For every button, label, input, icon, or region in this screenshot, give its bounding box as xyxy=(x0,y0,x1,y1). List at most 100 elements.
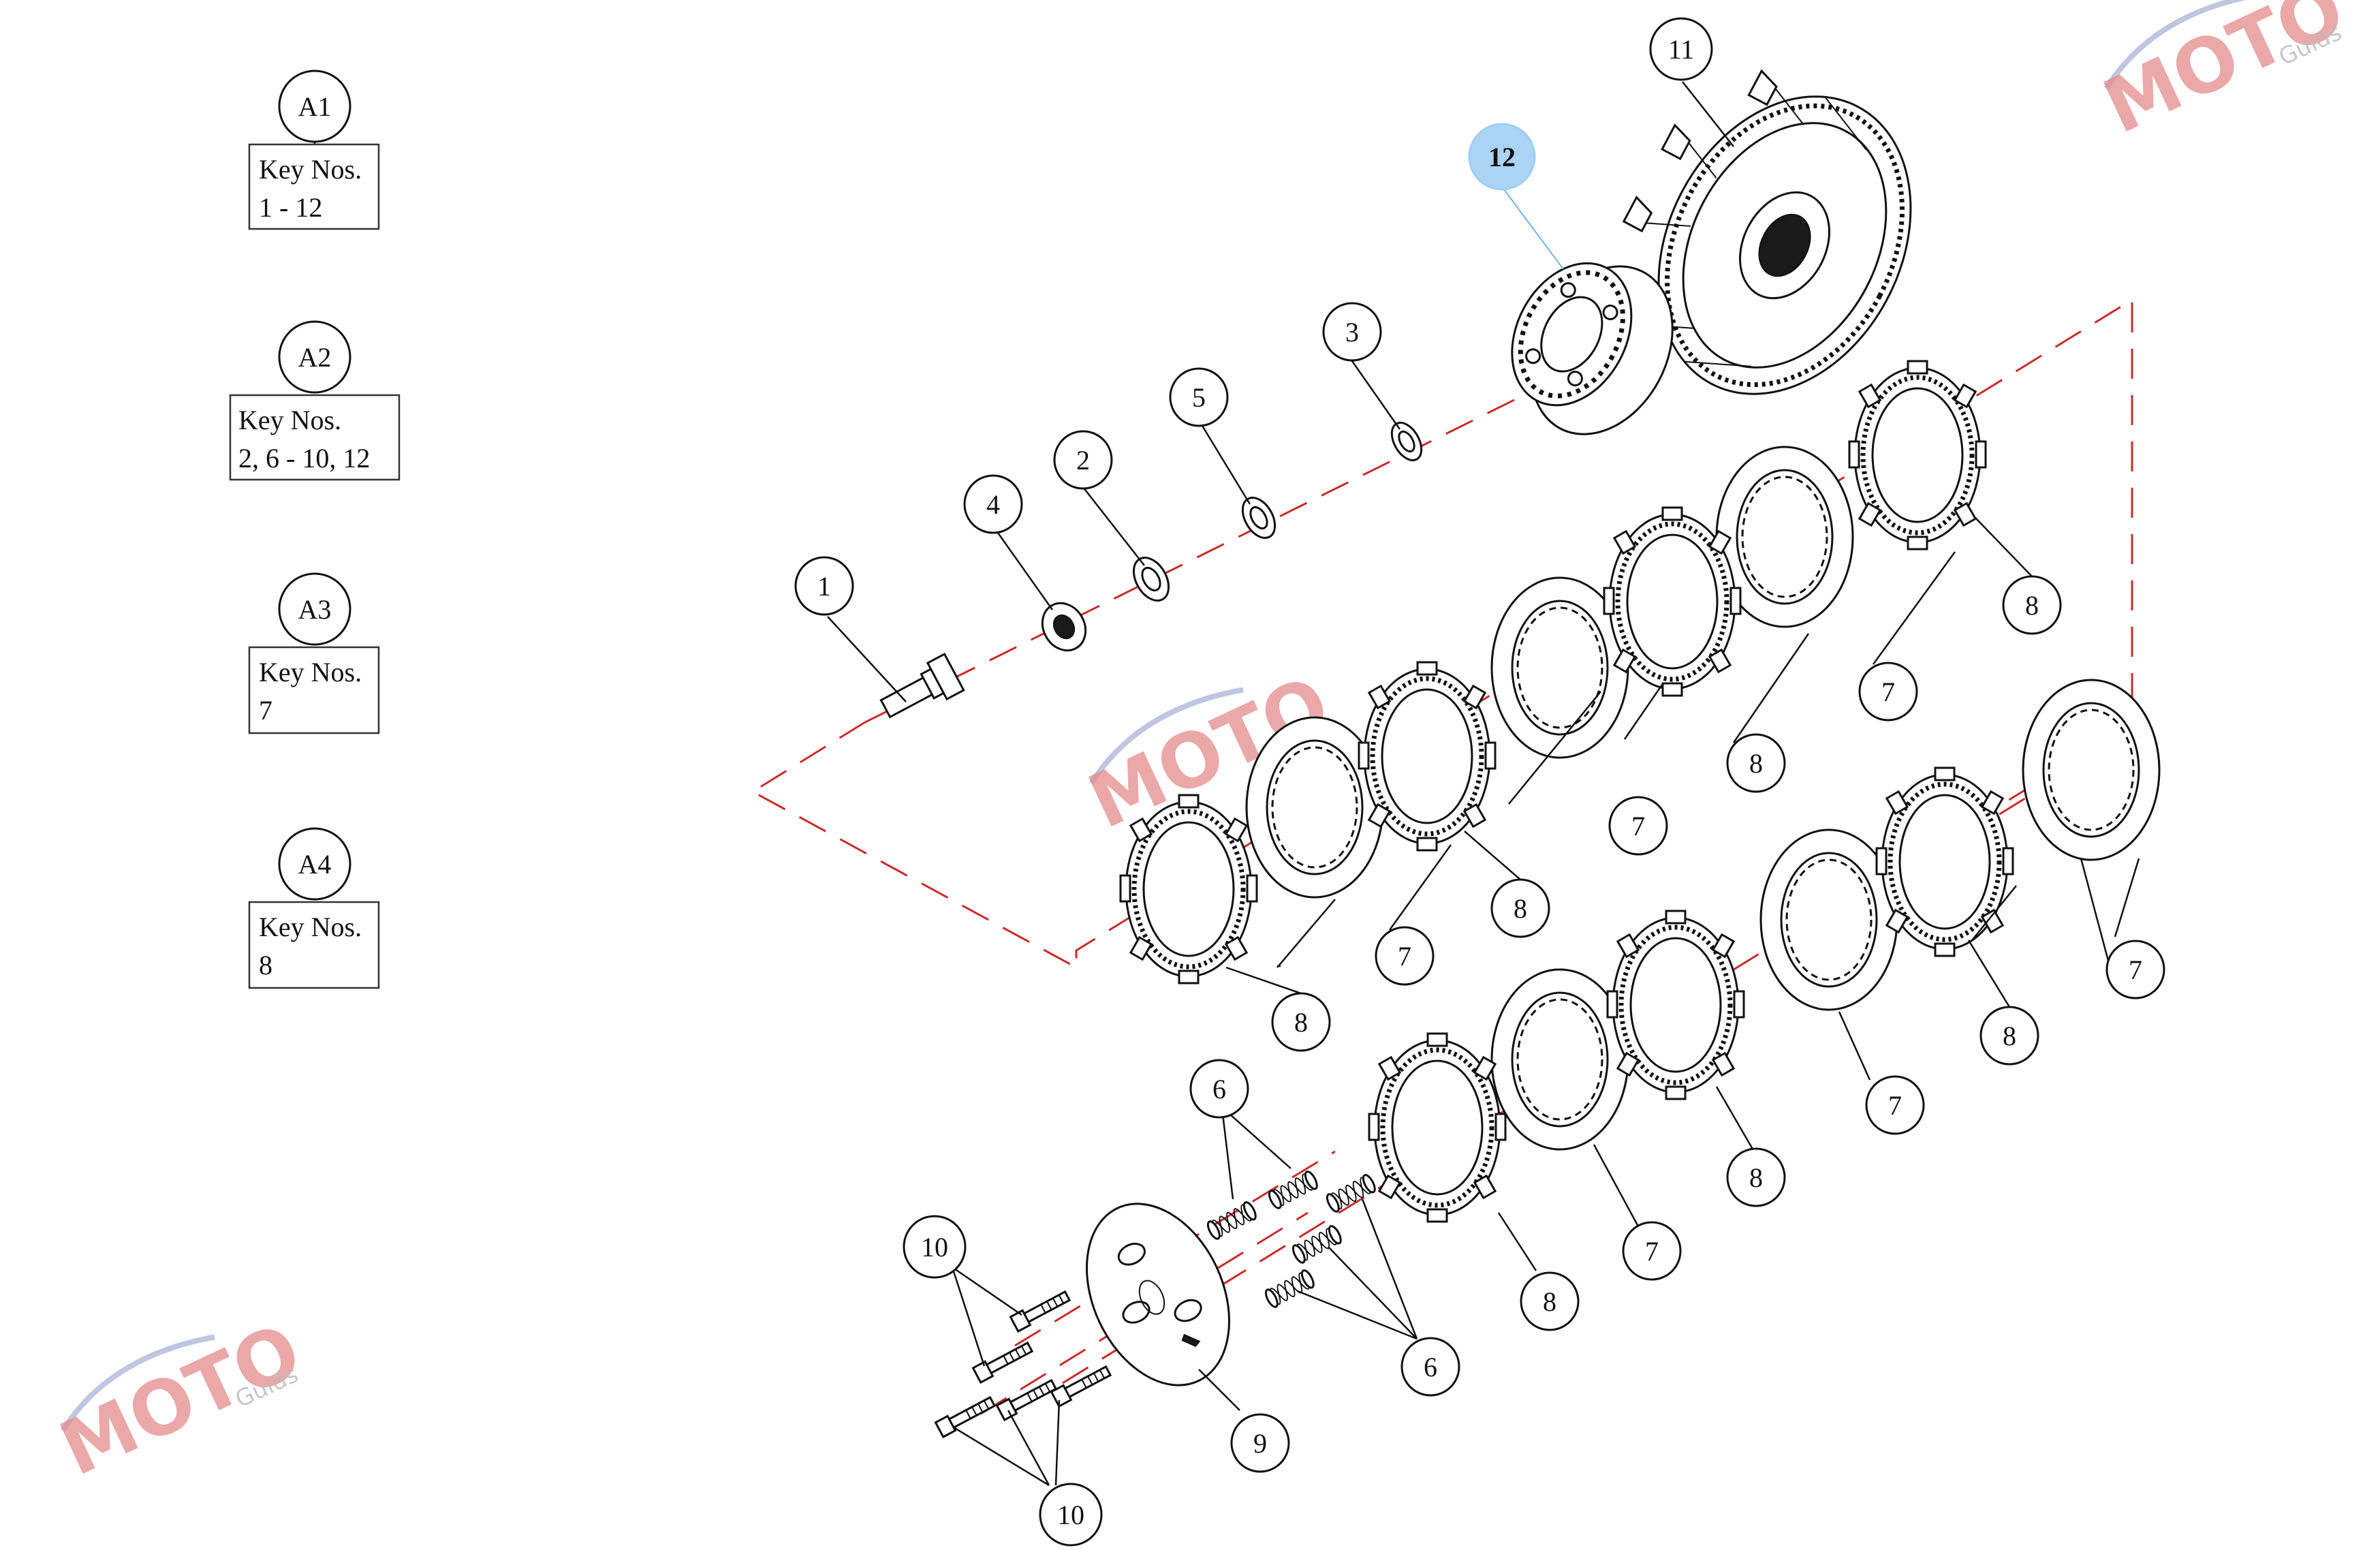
callout-number: 10 xyxy=(1057,1500,1084,1530)
callout-8[interactable]: 8 xyxy=(1490,878,1550,938)
spring-part xyxy=(1204,1199,1259,1242)
callout-11[interactable]: 11 xyxy=(1649,17,1713,81)
clutch-basket-part xyxy=(1622,69,1912,395)
reference-label: Key Nos. xyxy=(259,657,362,687)
reference-id: A2 xyxy=(298,342,332,373)
reference-a2: A2 Key Nos. 2, 6 - 10, 12 xyxy=(229,320,401,481)
callout-8[interactable]: 8 xyxy=(1271,992,1331,1052)
watermark-bottom-left: MOTO Guids xyxy=(48,1307,314,1493)
callout-number: 6 xyxy=(1424,1352,1437,1382)
reference-label: Key Nos. xyxy=(238,405,341,435)
watermark-brand-text: MOTO xyxy=(2091,0,2358,151)
callout-10[interactable]: 10 xyxy=(1039,1483,1103,1547)
callout-number: 8 xyxy=(1749,748,1763,779)
callout-4[interactable]: 4 xyxy=(963,474,1023,534)
bolt-part xyxy=(879,652,965,719)
friction-plate-part xyxy=(1121,795,1257,983)
reference-keys: 7 xyxy=(259,695,272,726)
callout-2[interactable]: 2 xyxy=(1053,430,1113,490)
screw-part xyxy=(934,1393,997,1438)
callout-number: 7 xyxy=(1888,1090,1902,1121)
reference-frame xyxy=(248,143,380,230)
washer-part xyxy=(1241,497,1277,539)
screw-part xyxy=(1009,1288,1072,1333)
reference-id: A4 xyxy=(298,849,332,880)
callout-number: 7 xyxy=(1881,677,1895,707)
reference-bubble xyxy=(278,572,351,646)
friction-plate-part xyxy=(1369,1034,1505,1222)
pressure-plate-part xyxy=(1086,1203,1230,1386)
washer-part xyxy=(1132,557,1170,602)
callout-3[interactable]: 3 xyxy=(1322,302,1382,362)
reference-id: A1 xyxy=(298,91,332,122)
callout-12-highlighted[interactable]: 12 xyxy=(1468,123,1536,191)
callout-5[interactable]: 5 xyxy=(1169,367,1229,427)
callout-number: 7 xyxy=(1631,811,1645,841)
callout-number: 4 xyxy=(986,489,1000,520)
callout-8[interactable]: 8 xyxy=(1520,1271,1580,1331)
callout-9[interactable]: 9 xyxy=(1230,1413,1290,1473)
friction-plate-part xyxy=(1604,508,1740,696)
callout-number: 8 xyxy=(1294,1007,1308,1038)
callout-leader xyxy=(1464,831,1521,880)
callout-number: 9 xyxy=(1253,1428,1267,1459)
reference-label: Key Nos. xyxy=(259,912,362,942)
reference-bubble xyxy=(278,69,351,143)
watermark-brand-text: MOTO xyxy=(48,1307,314,1493)
callout-leader xyxy=(1975,517,2033,577)
reference-id: A3 xyxy=(298,594,332,625)
friction-plate-part xyxy=(1877,768,2013,956)
spring-part xyxy=(1324,1172,1379,1215)
callout-number: 10 xyxy=(921,1232,948,1262)
callout-7[interactable]: 7 xyxy=(1622,1221,1682,1281)
spring-part xyxy=(1289,1223,1345,1266)
callout-7[interactable]: 7 xyxy=(1608,796,1668,856)
reference-bubble xyxy=(278,320,351,394)
callout-leaders xyxy=(827,81,2140,1487)
callout-7[interactable]: 7 xyxy=(2105,940,2165,999)
reference-a4: A4 Key Nos. 8 xyxy=(248,827,380,989)
callout-number: 5 xyxy=(1192,382,1206,413)
callout-6[interactable]: 6 xyxy=(1400,1337,1460,1397)
callout-number: 7 xyxy=(1398,941,1411,972)
reference-keys: 8 xyxy=(259,950,272,980)
reference-label: Key Nos. xyxy=(259,154,362,185)
spring-part xyxy=(1262,1267,1317,1310)
reference-a3: A3 Key Nos. 7 xyxy=(248,572,380,734)
callout-number: 8 xyxy=(2025,590,2039,621)
callout-8[interactable]: 8 xyxy=(2002,575,2062,635)
callout-number: 8 xyxy=(1514,893,1527,924)
reference-keys: 2, 6 - 10, 12 xyxy=(238,443,370,474)
callout-8[interactable]: 8 xyxy=(1726,1147,1786,1207)
callout-number: 11 xyxy=(1668,34,1695,65)
reference-frame xyxy=(248,646,380,734)
washer-part xyxy=(1390,422,1423,461)
reference-a1: A1 Key Nos. 1 - 12 xyxy=(248,69,380,230)
callout-6[interactable]: 6 xyxy=(1189,1059,1249,1119)
callout-leader xyxy=(1967,940,2011,1008)
friction-plate-part xyxy=(1849,361,1986,549)
reference-frame xyxy=(248,901,380,989)
callout-8[interactable]: 8 xyxy=(1726,733,1786,793)
callout-number: 1 xyxy=(817,571,831,602)
callout-7[interactable]: 7 xyxy=(1865,1075,1925,1135)
plain-plate-part xyxy=(2022,679,2161,861)
callout-8[interactable]: 8 xyxy=(1979,1006,2039,1066)
callout-number: 12 xyxy=(1488,142,1516,172)
callout-7[interactable]: 7 xyxy=(1858,662,1918,722)
watermark-top-right: MOTO Guids xyxy=(2091,0,2358,151)
callout-number: 7 xyxy=(2129,955,2142,985)
callout-7[interactable]: 7 xyxy=(1375,926,1435,986)
callout-1[interactable]: 1 xyxy=(794,556,854,616)
inner-hub-part xyxy=(1511,262,1674,435)
callout-number: 3 xyxy=(1345,317,1359,347)
friction-plate-part xyxy=(1608,911,1744,1099)
friction-plate-part xyxy=(1359,662,1495,850)
callout-10[interactable]: 10 xyxy=(903,1215,967,1279)
callout-number: 8 xyxy=(1543,1286,1556,1317)
nut-part xyxy=(1041,602,1087,652)
callout-number: 8 xyxy=(1749,1162,1763,1193)
reference-bubble xyxy=(278,827,351,901)
callout-number: 6 xyxy=(1212,1074,1226,1104)
